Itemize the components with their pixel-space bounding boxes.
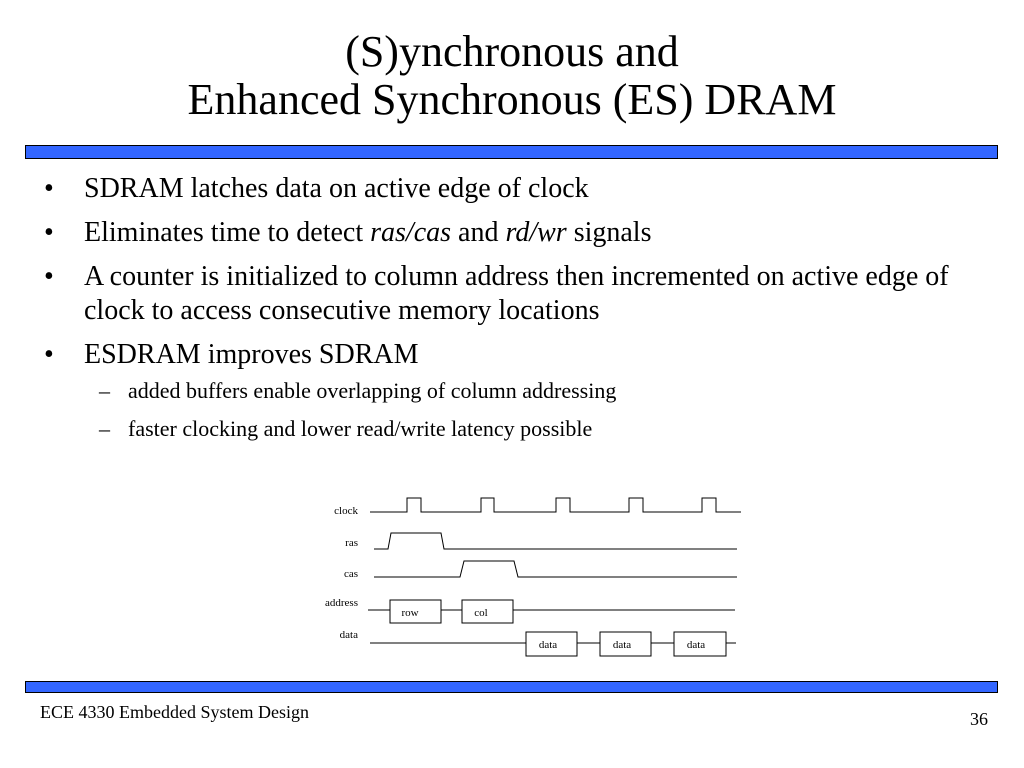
bullet-3: • A counter is initialized to column add… [44, 260, 984, 328]
sub-dash: – [99, 378, 110, 403]
address-box-col [461, 599, 514, 624]
title-line-2: Enhanced Synchronous (ES) DRAM [187, 75, 837, 124]
bullet-1: • SDRAM latches data on active edge of c… [44, 172, 984, 206]
bullet-2-pre: Eliminates time to detect [84, 217, 371, 248]
cas-waveform [374, 560, 737, 578]
sub-bullet-2: – faster clocking and lower read/write l… [44, 416, 984, 442]
sub-dash: – [99, 416, 110, 441]
bottom-rule [25, 681, 998, 693]
bullet-4-text: ESDRAM improves SDRAM [84, 339, 419, 370]
bullet-list: • SDRAM latches data on active edge of c… [44, 172, 984, 454]
title-line-1: (S)ynchronous and [345, 27, 679, 76]
sub-bullet-1-text: added buffers enable overlapping of colu… [128, 378, 617, 403]
bullet-2-mid: and [451, 217, 506, 248]
bullet-dot: • [44, 173, 54, 204]
top-rule [25, 145, 998, 159]
bullet-dot: • [44, 261, 54, 292]
bullet-dot: • [44, 339, 54, 370]
bullet-2-ras-cas: ras/cas [370, 217, 452, 248]
data-box-3 [673, 631, 727, 657]
data-box-2-label: data [613, 639, 631, 651]
bullet-1-text: SDRAM latches data on active edge of clo… [84, 173, 589, 204]
bullet-2-post: signals [566, 217, 652, 248]
clock-waveform [370, 497, 741, 513]
address-box-row-label: row [401, 607, 418, 619]
bullet-2-rd-wr: rd/wr [505, 217, 567, 248]
data-box-1 [525, 631, 578, 657]
footer-course: ECE 4330 Embedded System Design [40, 702, 309, 722]
sub-bullet-1: – added buffers enable overlapping of co… [44, 378, 984, 404]
bullet-4: • ESDRAM improves SDRAM [44, 338, 984, 372]
label-ras: ras [345, 537, 358, 549]
address-box-col-label: col [474, 607, 487, 619]
bullet-dot: • [44, 217, 54, 248]
sub-bullet-2-text: faster clocking and lower read/write lat… [128, 416, 593, 441]
label-address: address [325, 597, 358, 609]
label-data: data [340, 629, 358, 641]
data-box-1-label: data [539, 639, 557, 651]
bullet-3-text: A counter is initialized to column addre… [84, 261, 949, 326]
data-box-3-label: data [687, 639, 705, 651]
slide-title: (S)ynchronous and Enhanced Synchronous (… [0, 28, 1024, 124]
label-clock: clock [334, 505, 358, 517]
ras-waveform [374, 532, 737, 550]
label-cas: cas [344, 568, 358, 580]
address-box-row [389, 599, 442, 624]
timing-diagram: clock ras cas address data row col data … [325, 497, 741, 657]
page-number: 36 [970, 709, 988, 729]
bullet-2: • Eliminates time to detect ras/cas and … [44, 216, 984, 250]
data-box-2 [599, 631, 652, 657]
